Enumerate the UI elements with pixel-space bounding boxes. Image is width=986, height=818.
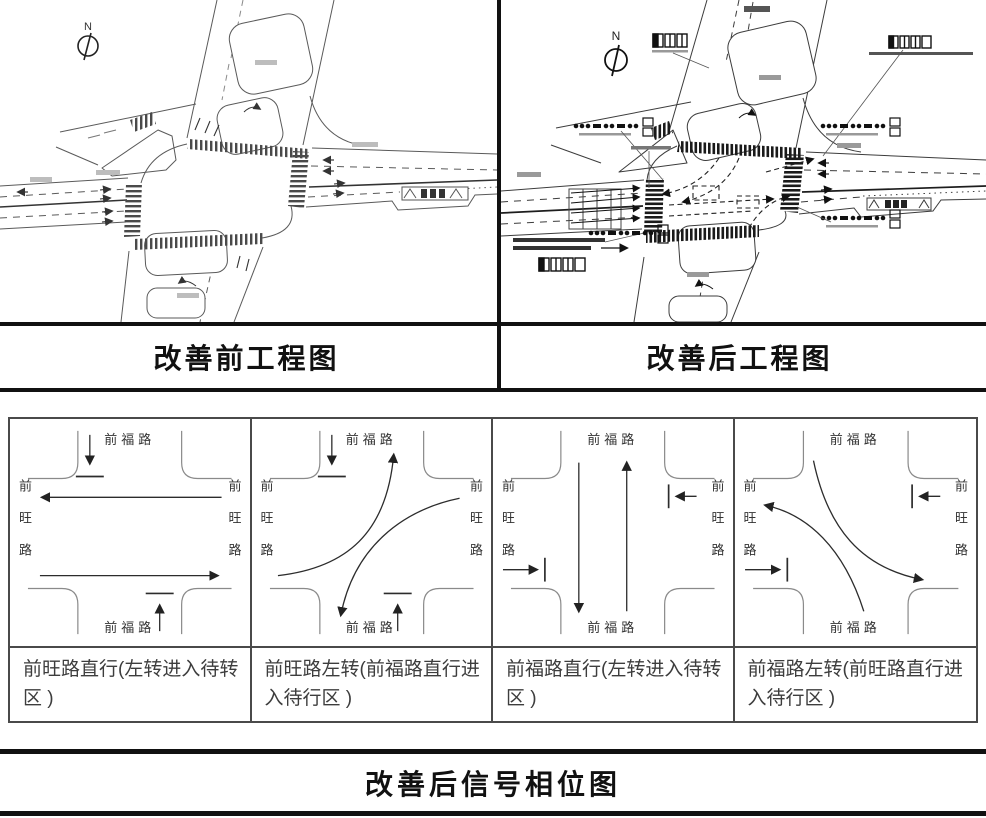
phase-2-canvas [269, 430, 474, 635]
caption-after: 改善后工程图 [646, 343, 833, 374]
waiting-area-guides [661, 156, 815, 229]
bus-bay [401, 186, 469, 201]
north-arrow-icon: N [604, 29, 628, 77]
svg-text:N: N [84, 21, 92, 33]
phase-caption-3: 前福路直行(左转进入待转区 ) [506, 659, 722, 709]
phase-1-canvas [27, 430, 232, 635]
phase-section-title: 改善后信号相位图 [0, 749, 986, 816]
road-label-west: 前旺路 [258, 479, 274, 575]
phase-diagram-2: 前福路 前福路 前旺路 前旺路 [251, 419, 491, 648]
phase-caption-4: 前福路左转(前旺路直行进入待行区 ) [747, 659, 963, 709]
corner-curves [752, 430, 958, 635]
road-label-north: 前福路 [829, 432, 881, 447]
road-label-south: 前福路 [104, 620, 156, 635]
faint-road-labels [517, 6, 861, 277]
signal-annotation-north [652, 33, 710, 69]
engineering-caption-bar: 改善前工程图 改善后工程图 [0, 322, 986, 392]
movement-arrows [744, 460, 940, 612]
east-lane-arrows [817, 158, 833, 205]
roads [0, 0, 497, 322]
corner-curves [510, 430, 715, 635]
bus-bay [866, 197, 932, 211]
phase-caption-1: 前旺路直行(左转进入待转区 ) [23, 659, 239, 709]
road-label-south: 前福路 [587, 620, 639, 635]
movement-arrows [39, 434, 222, 632]
phase-4-canvas [744, 430, 958, 635]
movement-arrows [502, 460, 697, 614]
phase-cell-4: 前福路 前福路 前旺路 前旺路 前福路左转(前旺路直行进入待行区 ) [734, 419, 976, 721]
after-drawing-canvas: N [501, 0, 986, 322]
road-label-west: 前旺路 [741, 479, 757, 575]
phase-table: 前福路 前福路 前旺路 前旺路 前旺路直行(左转进入待转区 ) [8, 417, 978, 723]
phase-diagram-4: 前福路 前福路 前旺路 前旺路 [734, 419, 976, 648]
center-callout [631, 146, 671, 188]
phase-caption-2: 前旺路左转(前福路直行进入待行区 ) [264, 659, 480, 709]
svg-text:N: N [612, 29, 621, 43]
signal-annotation-northeast [822, 35, 973, 157]
lane-arrows [16, 117, 346, 272]
phase-diagram-3: 前福路 前福路 前旺路 前旺路 [493, 419, 733, 648]
corner-curves [27, 430, 232, 635]
signal-annotation-southwest [513, 230, 654, 272]
west-lane-detail [568, 184, 641, 230]
caption-before: 改善前工程图 [153, 343, 340, 374]
road-label-west: 前旺路 [17, 479, 32, 575]
phase-diagram-1: 前福路 前福路 前旺路 前旺路 [10, 419, 250, 648]
road-label-north: 前福路 [104, 432, 156, 447]
before-drawing-canvas: N [0, 0, 497, 322]
road-label-west: 前旺路 [500, 479, 515, 575]
phase-cell-2: 前福路 前福路 前旺路 前旺路 前旺路左转(前福路直行进入待行区 ) [251, 419, 493, 721]
north-arrow-icon: N [77, 21, 99, 61]
phase-cell-3: 前福路 前福路 前旺路 前旺路 前福路直行(左转进入待转区 ) [493, 419, 735, 721]
road-label-north: 前福路 [587, 432, 639, 447]
movement-arrows [277, 434, 460, 632]
engineering-drawing-after: N [501, 0, 986, 322]
crosswalks [124, 112, 309, 250]
road-label-east: 前旺路 [468, 479, 483, 575]
road-label-south: 前福路 [829, 620, 881, 635]
road-label-north: 前福路 [345, 432, 397, 447]
faint-road-labels [30, 60, 378, 298]
phase-cell-1: 前福路 前福路 前旺路 前旺路 前旺路直行(左转进入待转区 ) [10, 419, 252, 721]
engineering-drawing-before: N [0, 0, 497, 322]
signal-dot-strips [573, 117, 901, 253]
road-label-east: 前旺路 [226, 479, 242, 575]
phase-3-canvas [502, 430, 715, 635]
road-label-south: 前福路 [345, 620, 397, 635]
top-cell-divider [497, 0, 501, 392]
road-label-east: 前旺路 [953, 479, 968, 575]
road-label-east: 前旺路 [709, 479, 725, 575]
corner-curves [269, 430, 474, 635]
